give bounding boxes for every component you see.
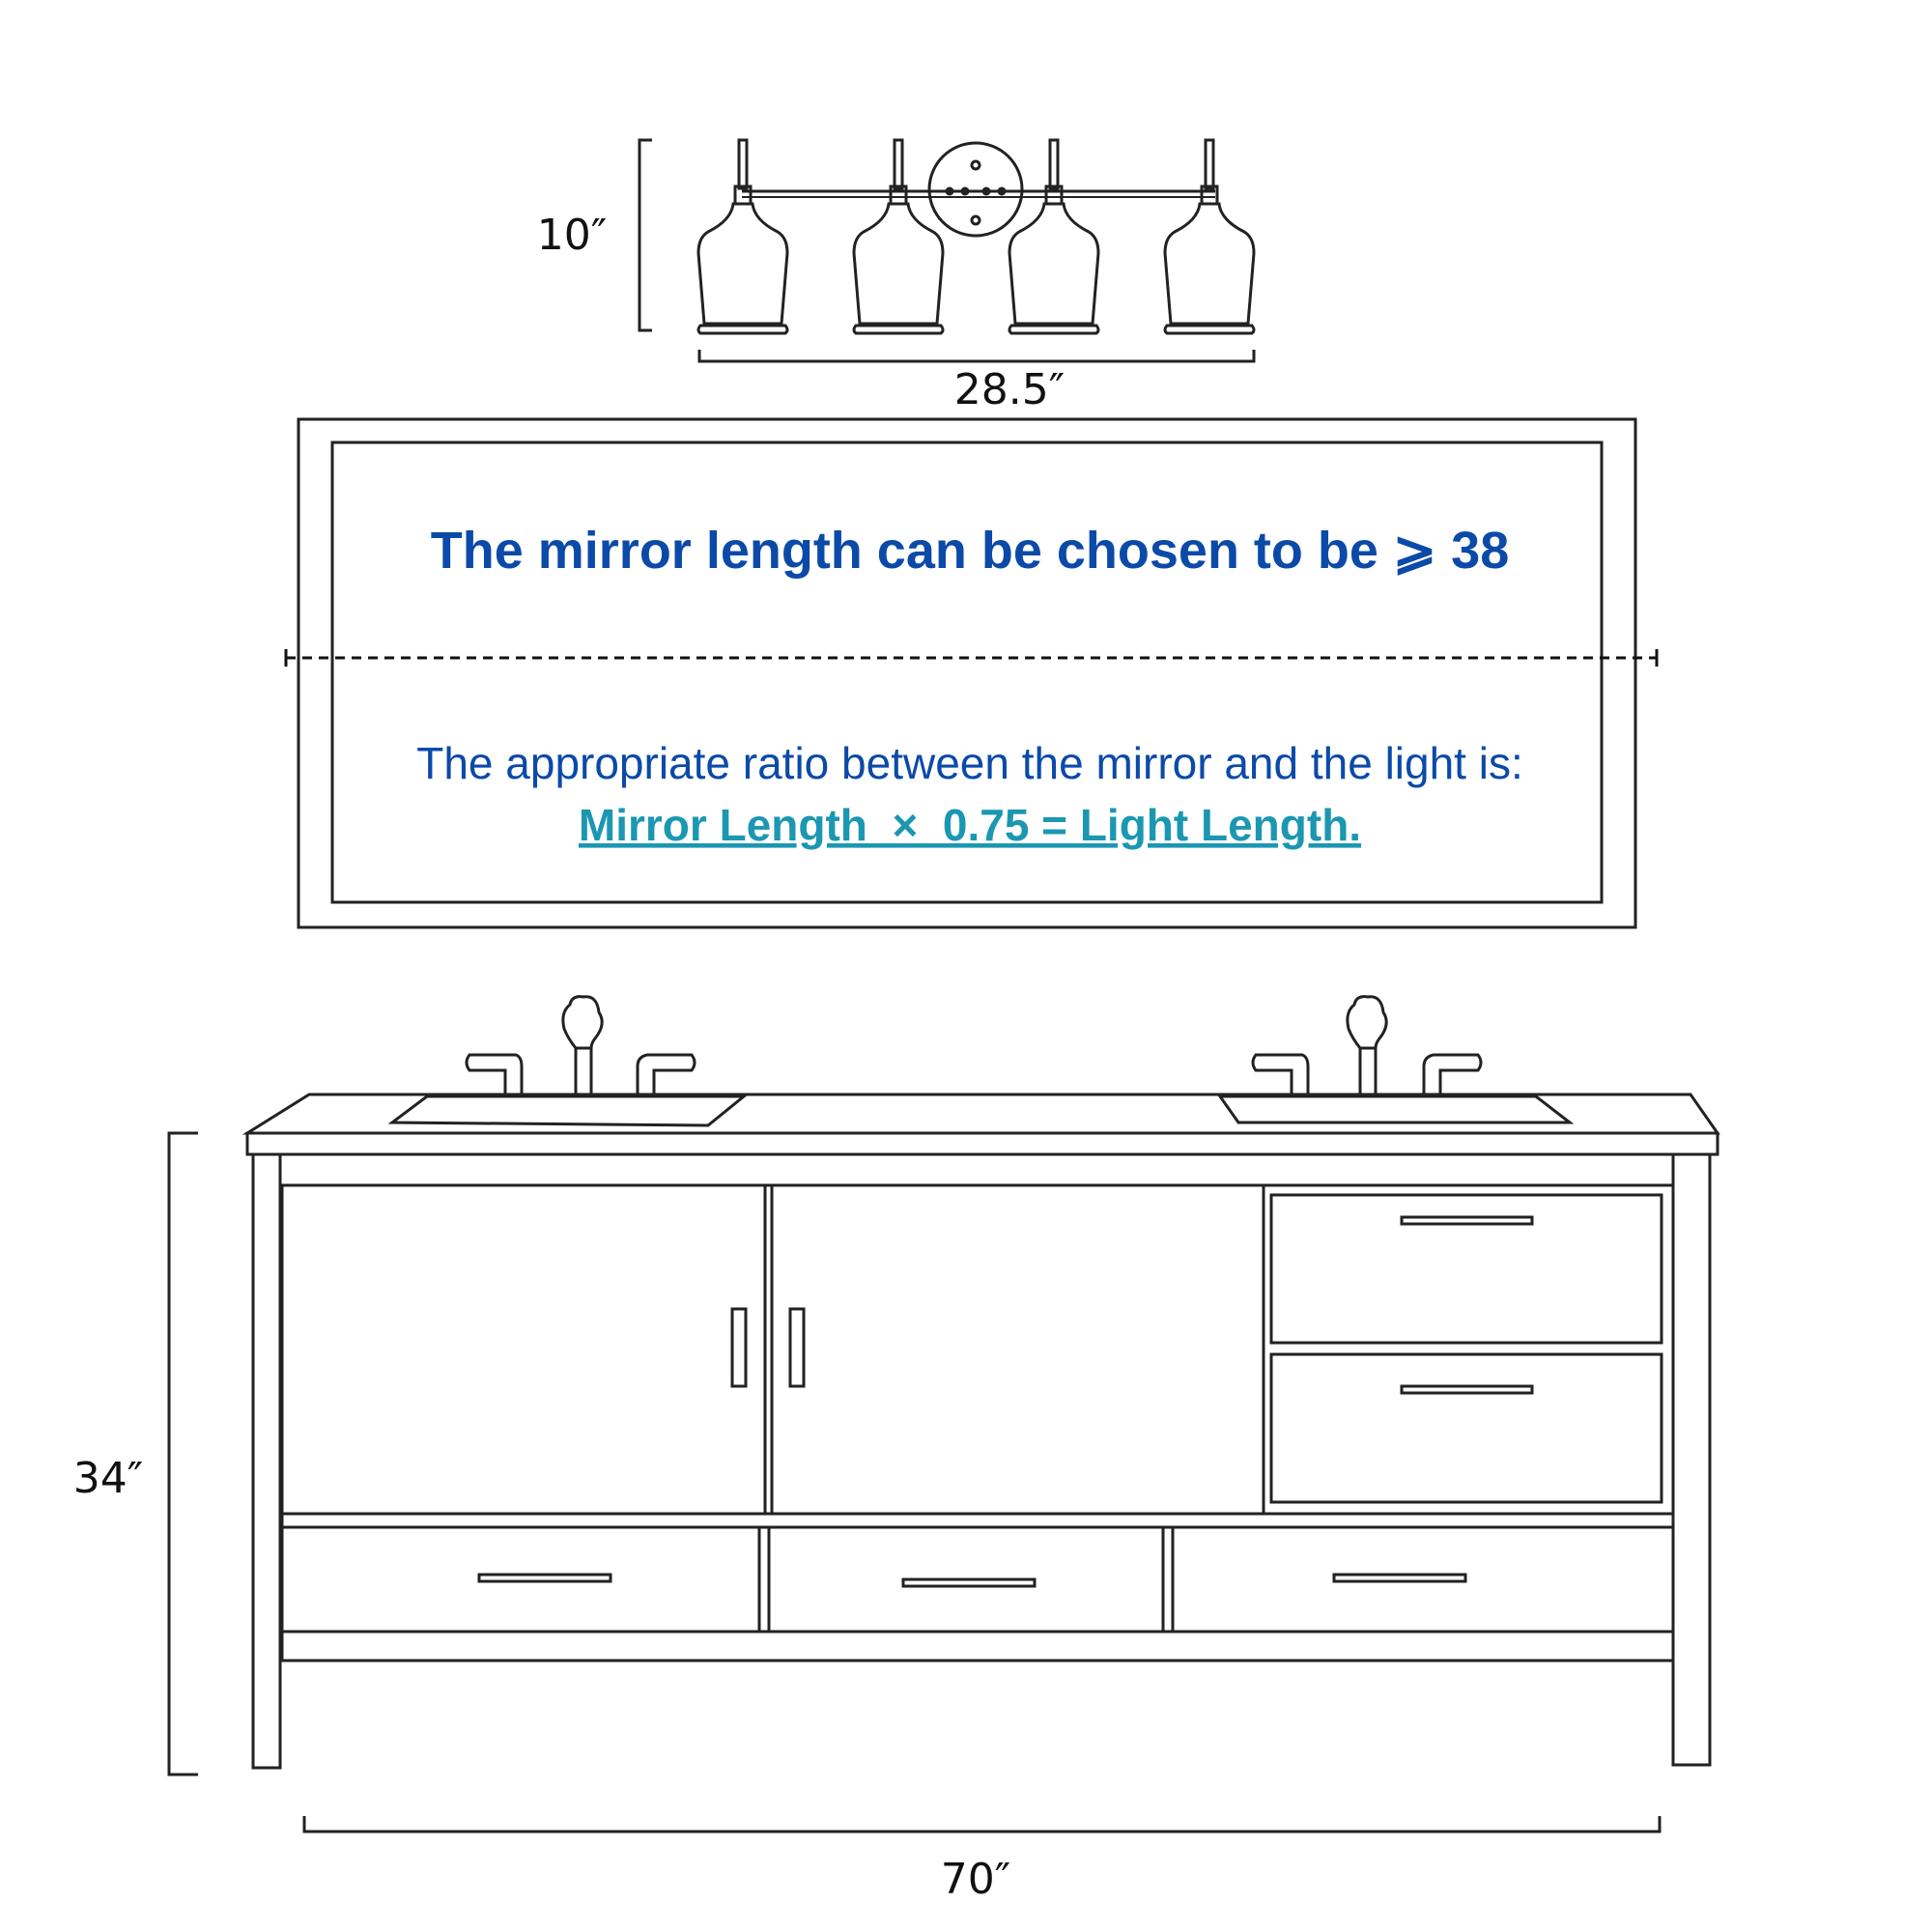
cabinet-door-left — [280, 1183, 767, 1516]
ratio-formula: Mirror Length × 0.75 = Light Length. — [579, 800, 1361, 850]
lamp-shade-1 — [696, 138, 789, 335]
drawer-handle-bottom-left — [477, 1573, 612, 1583]
drawer-handle-bottom-right — [1332, 1573, 1467, 1583]
countertop — [242, 1093, 1720, 1135]
drawer-handle-upper — [1400, 1215, 1534, 1226]
vanity-height-label: 34″ — [73, 1454, 143, 1503]
light-height-bracket — [638, 138, 652, 332]
light-height-label: 10″ — [537, 211, 607, 260]
drawer-upper-right — [1269, 1193, 1663, 1345]
drawer-middle-right — [1269, 1352, 1663, 1504]
vanity-height-bracket — [167, 1131, 198, 1776]
mirror-frame — [297, 417, 1637, 929]
vanity — [167, 995, 1720, 1833]
leg-left — [251, 1152, 282, 1770]
vanity-width-label: 70″ — [941, 1855, 1010, 1904]
mirror-headline: The mirror length can be chosen to be ⩾ … — [431, 522, 1509, 580]
door-handle-left — [730, 1307, 748, 1388]
mirror-length-dashed-line — [284, 649, 1659, 667]
lamp-shade-3 — [1008, 138, 1100, 335]
lamp-shade-2 — [852, 138, 945, 335]
faucet-left — [465, 995, 696, 1096]
drawer-handle-middle — [1400, 1384, 1534, 1395]
light-width-bracket — [697, 350, 1256, 363]
lamp-shade-4 — [1163, 138, 1256, 335]
leg-right — [1671, 1152, 1712, 1767]
sink-left — [387, 1094, 749, 1127]
drawer-bottom-right — [1171, 1525, 1675, 1634]
drawer-handle-bottom-center — [901, 1577, 1037, 1588]
drawer-bottom-left — [280, 1525, 761, 1634]
cabinet-door-right — [770, 1183, 1265, 1516]
sink-right — [1217, 1094, 1575, 1124]
faucet-right — [1251, 995, 1483, 1096]
ratio-intro: The appropriate ratio between the mirror… — [416, 738, 1523, 788]
fixture-backplate — [927, 141, 1024, 238]
door-handle-right — [788, 1307, 806, 1388]
vanity-width-bracket — [302, 1816, 1662, 1833]
light-width-label: 28.5″ — [954, 365, 1065, 414]
light-fixture — [638, 138, 1256, 363]
